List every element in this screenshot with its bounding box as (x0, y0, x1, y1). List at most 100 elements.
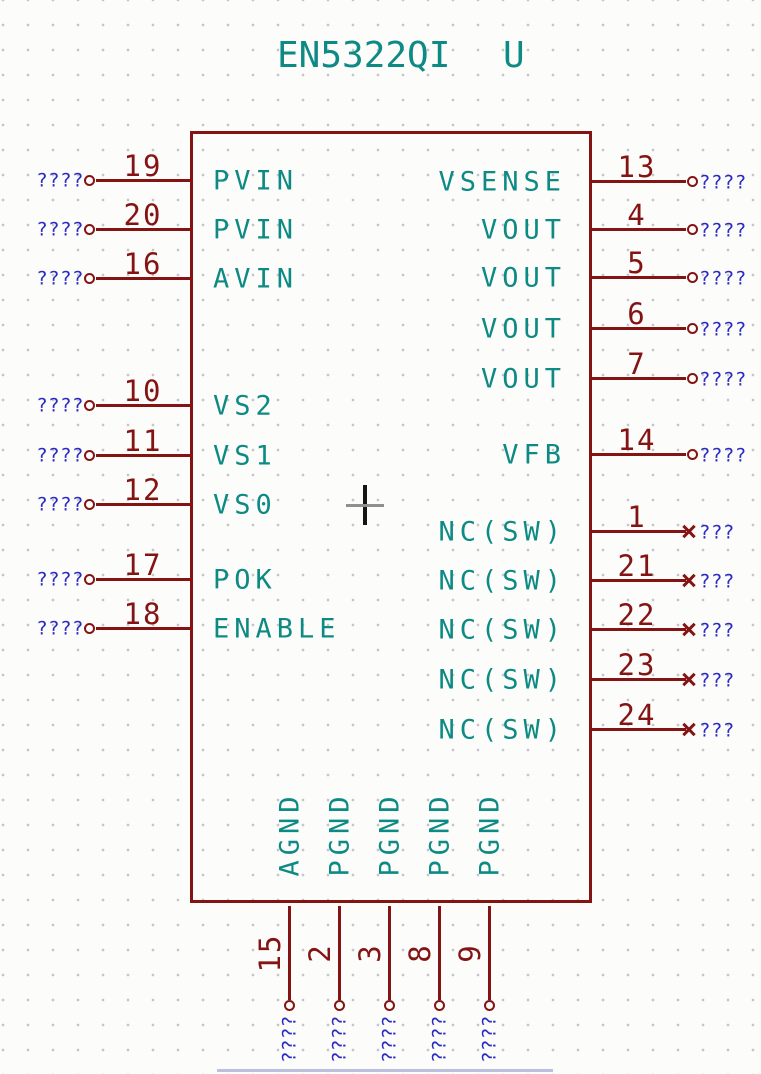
pin-line[interactable] (96, 503, 190, 506)
pin-number: 15 (253, 933, 287, 973)
pin-number: 16 (123, 247, 163, 281)
net-label[interactable]: ???? (699, 318, 747, 341)
net-label[interactable]: ??? (699, 669, 735, 692)
pin-line[interactable] (288, 906, 291, 1000)
pin-line[interactable] (96, 228, 190, 231)
pin-name: VS1 (213, 440, 277, 472)
net-label[interactable]: ???? (36, 617, 84, 640)
net-label[interactable]: ???? (699, 267, 747, 290)
net-label[interactable]: ???? (36, 169, 84, 192)
net-label[interactable]: ??? (699, 719, 735, 742)
pin-number: 4 (627, 198, 647, 232)
pin-line[interactable] (592, 728, 686, 731)
net-label[interactable]: ???? (36, 444, 84, 467)
pin-endpoint-circle (484, 1000, 495, 1011)
pin-endpoint-circle (687, 323, 698, 334)
pin-name: NC(SW) (438, 565, 566, 597)
pin-endpoint-cross (682, 524, 696, 538)
pin-name: NC(SW) (438, 664, 566, 696)
pin-line[interactable] (488, 906, 491, 1000)
pin-endpoint-cross (682, 573, 696, 587)
pin-name: ENABLE (213, 613, 341, 645)
pin-line[interactable] (592, 228, 686, 231)
pin-endpoint-circle (284, 1000, 295, 1011)
pin-endpoint-circle (84, 499, 95, 510)
pin-endpoint-circle (434, 1000, 445, 1011)
net-label[interactable]: ???? (699, 171, 747, 194)
pin-number: 6 (627, 297, 647, 331)
pin-line[interactable] (592, 327, 686, 330)
pin-name: PVIN (213, 214, 299, 246)
pin-line[interactable] (592, 180, 686, 183)
net-label[interactable]: ???? (36, 493, 84, 516)
net-label[interactable]: ???? (478, 1015, 501, 1063)
net-label[interactable]: ???? (378, 1015, 401, 1063)
pin-endpoint-circle (84, 175, 95, 186)
component-value[interactable]: EN5322QI (277, 35, 451, 76)
net-label[interactable]: ???? (278, 1015, 301, 1063)
pin-name: VOUT (480, 262, 566, 294)
pin-name: PGND (474, 791, 506, 877)
pin-number: 3 (353, 943, 387, 963)
pin-line[interactable] (592, 530, 686, 533)
net-label[interactable]: ???? (699, 368, 747, 391)
net-label[interactable]: ???? (328, 1015, 351, 1063)
pin-line[interactable] (388, 906, 391, 1000)
pin-endpoint-cross (682, 622, 696, 636)
pin-name: POK (213, 564, 277, 596)
pin-number: 17 (123, 548, 163, 582)
pin-line[interactable] (592, 628, 686, 631)
pin-line[interactable] (96, 179, 190, 182)
net-label[interactable]: ??? (699, 619, 735, 642)
net-label[interactable]: ???? (36, 394, 84, 417)
pin-number: 10 (123, 374, 163, 408)
pin-line[interactable] (592, 579, 686, 582)
pin-line[interactable] (438, 906, 441, 1000)
pin-number: 1 (627, 500, 647, 534)
pin-endpoint-circle (687, 373, 698, 384)
pin-line[interactable] (592, 678, 686, 681)
pin-endpoint-circle (84, 224, 95, 235)
pin-name: VOUT (480, 214, 566, 246)
net-label[interactable]: ???? (36, 218, 84, 241)
net-label[interactable]: ???? (699, 444, 747, 467)
pin-endpoint-cross (682, 722, 696, 736)
pin-number: 8 (403, 943, 437, 963)
pin-name: VOUT (480, 363, 566, 395)
pin-name: PGND (324, 791, 356, 877)
pin-endpoint-circle (84, 450, 95, 461)
component-body[interactable] (190, 131, 592, 903)
pin-number: 13 (617, 150, 657, 184)
pin-endpoint-circle (687, 176, 698, 187)
pin-endpoint-circle (687, 449, 698, 460)
net-label[interactable]: ???? (36, 568, 84, 591)
pin-name: PVIN (213, 165, 299, 197)
pin-number: 11 (123, 424, 163, 458)
pin-line[interactable] (96, 404, 190, 407)
net-label[interactable]: ??? (699, 521, 735, 544)
pin-line[interactable] (96, 578, 190, 581)
net-label[interactable]: ???? (699, 219, 747, 242)
crosshair-horizontal-bar (346, 504, 384, 507)
pin-name: VS0 (213, 489, 277, 521)
clipped-blue-line (217, 1069, 553, 1072)
pin-number: 19 (123, 149, 163, 183)
pin-line[interactable] (96, 277, 190, 280)
pin-number: 21 (617, 549, 657, 583)
pin-name: VFB (502, 439, 566, 471)
pin-endpoint-circle (687, 224, 698, 235)
net-label[interactable]: ??? (699, 570, 735, 593)
pin-line[interactable] (592, 276, 686, 279)
pin-line[interactable] (96, 627, 190, 630)
pin-line[interactable] (96, 454, 190, 457)
pin-line[interactable] (338, 906, 341, 1000)
pin-name: AGND (274, 791, 306, 877)
net-label[interactable]: ???? (428, 1015, 451, 1063)
pin-endpoint-circle (84, 574, 95, 585)
pin-line[interactable] (592, 453, 686, 456)
net-label[interactable]: ???? (36, 267, 84, 290)
pin-line[interactable] (592, 377, 686, 380)
pin-number: 7 (627, 347, 647, 381)
component-reference[interactable]: U (503, 35, 525, 76)
